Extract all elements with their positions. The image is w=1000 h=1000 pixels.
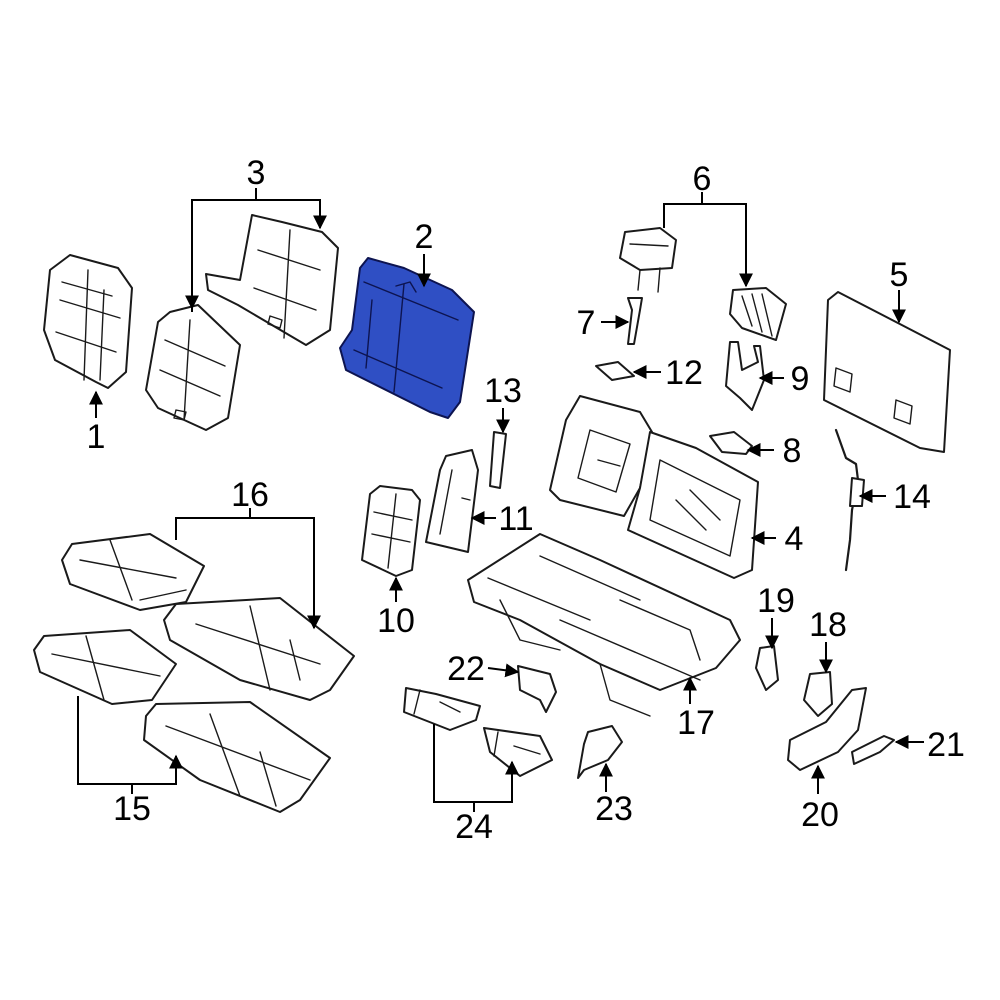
callout-1: 1 [87, 418, 106, 456]
callout-18: 18 [809, 606, 847, 644]
part-3-seatback-left[interactable] [145, 304, 241, 431]
part-16-cushion-right[interactable] [163, 597, 355, 701]
callout-22: 22 [447, 650, 485, 688]
callout-2: 2 [415, 218, 434, 256]
part-1-seatback-cover[interactable] [43, 254, 133, 389]
callout-labels: 1 2 3 4 5 6 7 8 9 10 11 12 13 14 15 16 1… [87, 154, 965, 846]
callout-3: 3 [247, 154, 266, 192]
part-2-body [339, 257, 475, 419]
part-15-pad-right[interactable] [143, 701, 331, 813]
part-20-side-trim[interactable] [787, 687, 867, 771]
part-21-handle[interactable] [851, 735, 895, 765]
callout-19: 19 [757, 582, 795, 620]
part-3-seatback-right[interactable] [205, 214, 339, 346]
leader-lines [77, 188, 924, 812]
part-4-seatback-frame[interactable] [549, 395, 759, 579]
callout-15: 15 [113, 790, 151, 828]
callout-5: 5 [890, 256, 909, 294]
part-5-back-panel[interactable] [823, 291, 951, 453]
part-7-guide-pin[interactable] [627, 297, 643, 345]
callout-11: 11 [498, 500, 533, 538]
part-23-knob[interactable] [577, 725, 623, 779]
callout-17: 17 [677, 704, 715, 742]
callout-14: 14 [893, 478, 931, 516]
callout-21: 21 [927, 726, 965, 764]
part-17-seat-frame[interactable] [467, 533, 741, 717]
callout-10: 10 [377, 602, 415, 640]
callout-6: 6 [693, 160, 712, 198]
callout-12: 12 [665, 354, 703, 392]
part-9-latch[interactable] [725, 341, 765, 411]
callout-16: 16 [231, 476, 269, 514]
part-22-bracket[interactable] [517, 665, 557, 713]
callout-24: 24 [455, 808, 493, 846]
part-19-cover[interactable] [755, 645, 779, 691]
part-15-pad-left[interactable] [33, 629, 177, 705]
part-10-armrest[interactable] [361, 485, 421, 577]
callout-20: 20 [801, 796, 839, 834]
callout-23: 23 [595, 790, 633, 828]
callout-13: 13 [484, 372, 522, 410]
part-13-trim-strip[interactable] [489, 431, 507, 489]
callout-9: 9 [791, 360, 810, 398]
part-2-seatback-highlighted[interactable] [339, 257, 475, 419]
part-6-headrest-insert[interactable] [729, 287, 787, 341]
callout-7: 7 [577, 304, 596, 342]
callout-8: 8 [783, 432, 802, 470]
part-8-clip[interactable] [709, 431, 753, 455]
part-14-cable[interactable] [834, 428, 865, 572]
callout-4: 4 [785, 520, 804, 558]
part-6-headrest[interactable] [619, 227, 677, 293]
part-18-cover[interactable] [803, 671, 833, 717]
part-24-trim-left[interactable] [403, 687, 481, 731]
part-16-cushion-left[interactable] [61, 533, 205, 611]
part-12-bracket[interactable] [595, 361, 635, 381]
part-24-trim-right[interactable] [483, 727, 553, 777]
part-11-side-panel[interactable] [425, 449, 479, 553]
